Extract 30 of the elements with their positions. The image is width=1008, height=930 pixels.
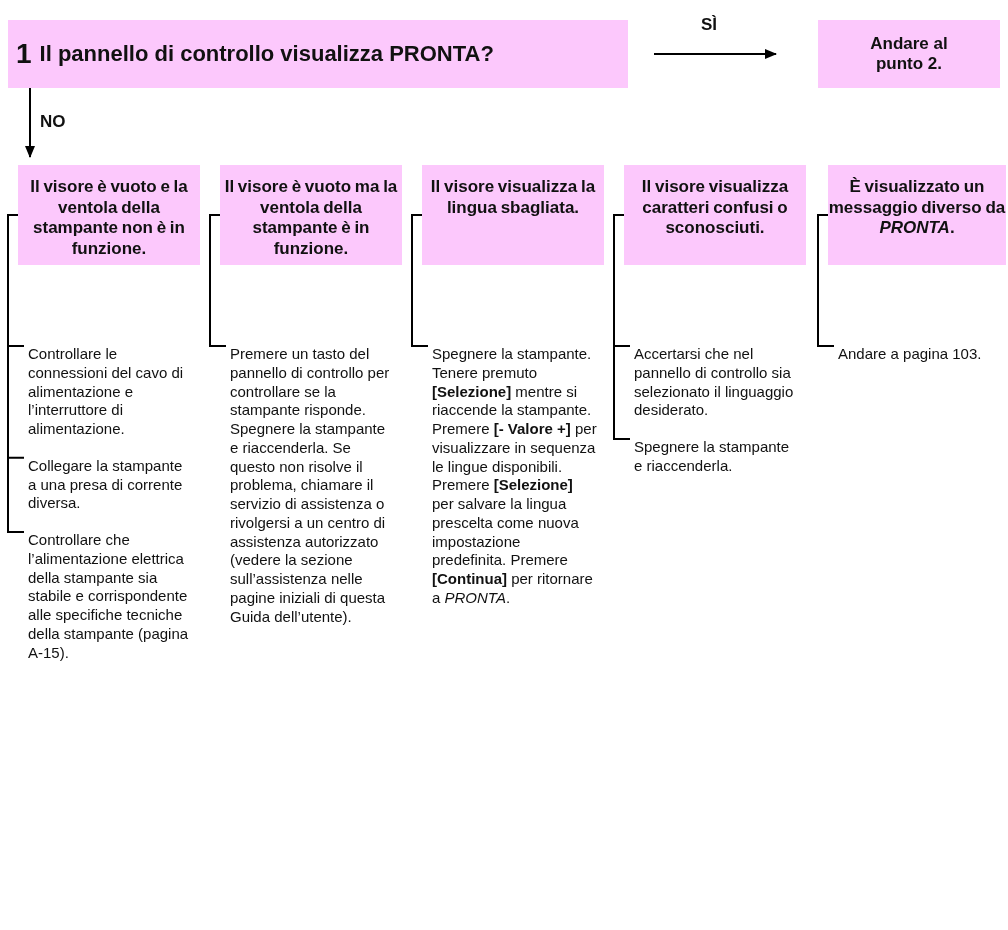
- symptom-box: [422, 165, 604, 265]
- symptom-text: Il visore è vuoto e la ventola della stampante non è in funzione.: [29, 177, 189, 260]
- bracket-line: [613, 214, 631, 440]
- step-number: 1: [16, 38, 32, 70]
- result-text: Andare al punto 2.: [869, 34, 949, 74]
- question-box: [8, 20, 628, 88]
- symptom-text: È visualizzato un messaggio diverso da PRONTA.: [828, 177, 1006, 240]
- question-text: Il pannello di controllo visualizza PRONTA?: [39, 41, 494, 67]
- result-box: [818, 20, 1000, 88]
- symptom-box: [624, 165, 806, 265]
- action-text: Controllare le connessioni del cavo di alimentazione e l’interruttore di alimentazione.: [28, 345, 185, 439]
- bracket-line: [209, 214, 227, 347]
- action-text: Premere un tasto del pannello di controllo per controllare se la stampante risponde. Spegnere la stampante e riaccenderla. Se questo non risolve il problema, chiamare il servizio di assistenza o rivolgersi a un centro di assistenza autorizzato (vedere la sezione sull’assistenza nelle pagine iniziali di questa Guida dell’utente).: [230, 345, 391, 627]
- action-text: Controllare che l’alimentazione elettrica della stampante sia stabile e corrispondente alle specifiche tecniche della stampante (pagina A-15).: [28, 531, 190, 663]
- action-text: Spegnere la stampante e riaccenderla.: [634, 438, 791, 476]
- symptom-box: [828, 165, 1006, 265]
- symptom-box: [18, 165, 200, 265]
- arrow: [25, 87, 35, 158]
- symptom-text: Il visore visualizza caratteri confusi o sconosciuti.: [640, 177, 790, 240]
- arrow: [653, 49, 777, 59]
- symptom-text: Il visore visualizza la lingua sbagliata.: [429, 177, 597, 219]
- action-text: Andare a pagina 103.: [838, 345, 983, 364]
- action-text: Collegare la stampante a una presa di corrente diversa.: [28, 456, 184, 513]
- bracket-line: [7, 214, 25, 533]
- bracket-line: [411, 214, 429, 347]
- symptom-text: Il visore è vuoto ma la ventola della stampante è in funzione.: [223, 177, 399, 260]
- bracket-line: [817, 214, 835, 347]
- action-text: Accertarsi che nel pannello di controllo sia selezionato il linguaggio desiderato.: [634, 345, 795, 420]
- symptom-box: [220, 165, 402, 265]
- action-text: Spegnere la stampante. Tenere premuto [Selezione] mentre si riaccende la stampante. Premere [- Valore +] per visualizzare in sequenza le lingue disponibili. Premere [Selezione] per salvare la lingua prescelta come nuova impostazione predefinita. Premere [Continua] per ritornare a PRONTA.: [432, 345, 598, 608]
